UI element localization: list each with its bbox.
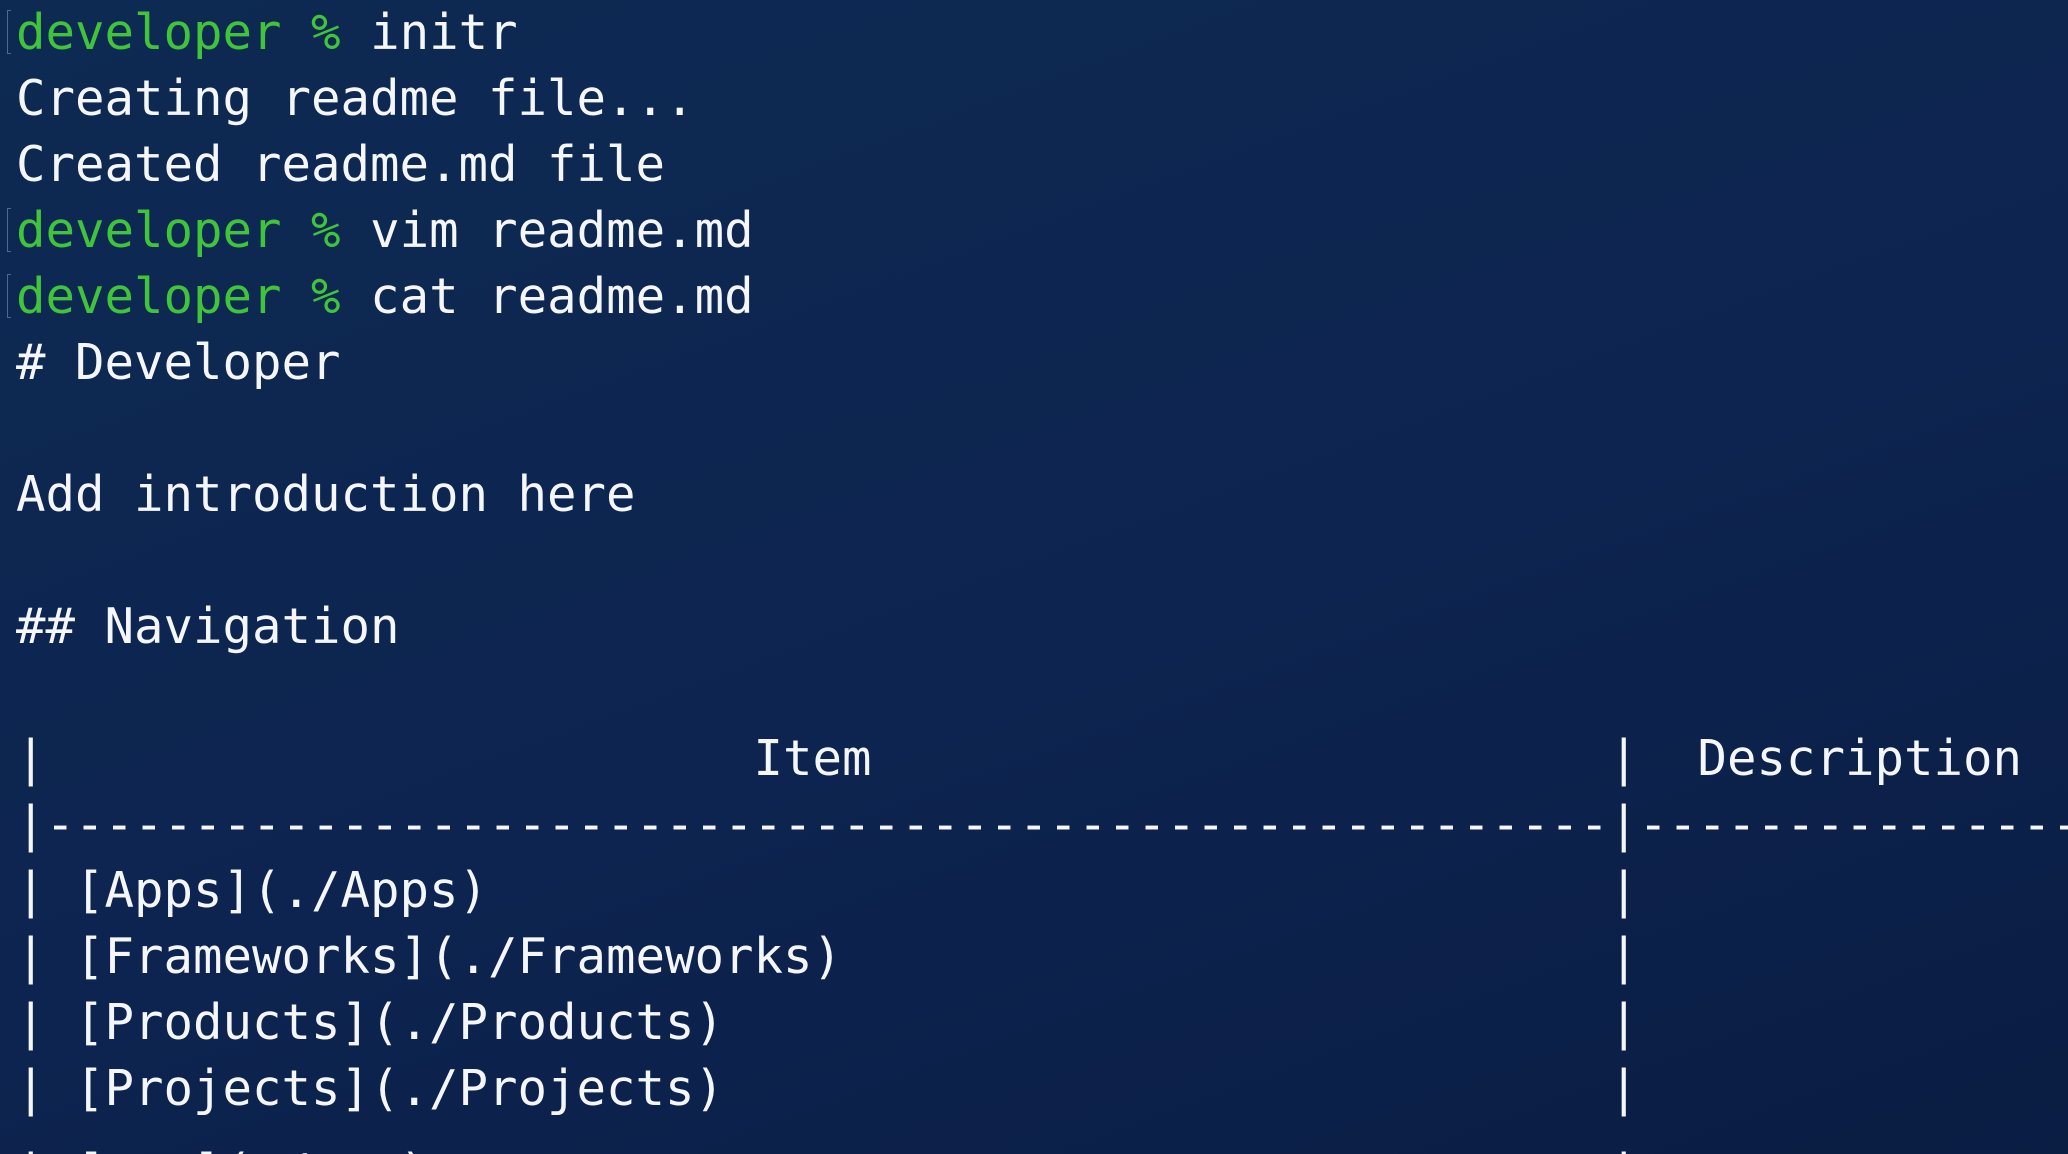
output-line: Creating readme file...: [16, 70, 695, 127]
prompt-user: developer: [16, 202, 282, 259]
table-header: | Item | Description |: [16, 730, 2068, 787]
command-text: vim readme.md: [370, 202, 754, 259]
table-row: | [Products](./Products) | |: [16, 994, 2068, 1051]
command-text: initr: [370, 4, 518, 61]
prompt-symbol: %: [311, 268, 341, 325]
table-row: | [Apps](./Apps) | |: [16, 862, 2068, 919]
table-separator: |---------------------------------------…: [16, 796, 2068, 853]
readme-heading: # Developer: [16, 334, 341, 391]
prompt-line-vim: developer % vim readme.md: [7, 198, 2068, 264]
blank-line: [16, 660, 2068, 726]
prompt-user: developer: [16, 4, 282, 61]
blank-line: [16, 528, 2068, 594]
table-row: | [pro](./pro) | |: [16, 1140, 2068, 1154]
prompt-symbol: %: [311, 4, 341, 61]
prompt-user: developer: [16, 268, 282, 325]
table-row: | [Frameworks](./Frameworks) | |: [16, 928, 2068, 985]
readme-nav-heading: ## Navigation: [16, 598, 400, 655]
prompt-symbol: %: [311, 202, 341, 259]
output-line: Created readme.md file: [16, 136, 666, 193]
blank-line: [16, 396, 2068, 462]
prompt-line-initr: developer % initr: [7, 0, 2068, 66]
prompt-line-cat: developer % cat readme.md: [7, 264, 2068, 330]
readme-intro: Add introduction here: [16, 466, 636, 523]
table-row: | [Projects](./Projects) | |: [16, 1060, 2068, 1117]
command-text: cat readme.md: [370, 268, 754, 325]
